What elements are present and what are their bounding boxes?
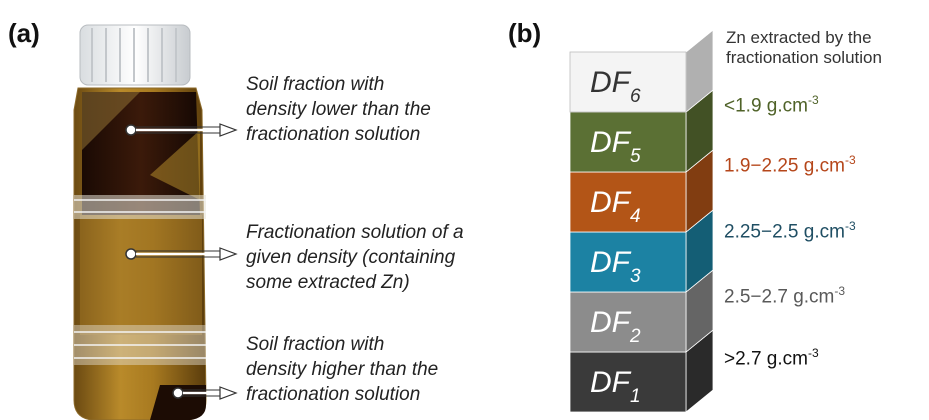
block-df1: DF1: [568, 329, 715, 413]
density-label-5: >2.7 g.cm-3: [724, 346, 819, 370]
panel-label-b: (b): [508, 18, 542, 48]
density-label-1: <1.9 g.cm-3: [724, 93, 819, 117]
block-label-df4: DF4: [590, 186, 641, 227]
annotation-line: fractionation solution: [246, 384, 421, 405]
zn-label-line: fractionation solution: [726, 48, 882, 67]
annotation-line: density higher than the: [246, 359, 439, 380]
annotation-line: Soil fraction with: [246, 334, 385, 355]
block-label-df1: DF1: [590, 366, 641, 407]
pointer-arrow-top: [125, 123, 238, 137]
annotation-line: fractionation solution: [246, 124, 421, 145]
zn-label-line: Zn extracted by the: [726, 28, 872, 47]
annotation-line: given density (containing: [246, 247, 456, 268]
block-label-df3: DF3: [590, 246, 641, 287]
block-front: [569, 171, 687, 233]
block-label-df2: DF2: [590, 306, 641, 347]
annotation-line: some extracted Zn): [246, 272, 410, 293]
annotation-line: Soil fraction with: [246, 74, 385, 95]
block-front: [569, 291, 687, 353]
block-label-df6: DF6: [590, 66, 641, 107]
density-label-4: 2.5−2.7 g.cm-3: [724, 284, 846, 308]
annotation-solution: Fractionation solution of a given densit…: [246, 220, 516, 295]
annotation-line: Fractionation solution of a: [246, 222, 464, 243]
density-label-2: 1.9−2.25 g.cm-3: [724, 153, 856, 177]
annotation-low-density: Soil fraction with density lower than th…: [246, 72, 516, 147]
block-front: [569, 111, 687, 173]
block-df6: DF6: [568, 29, 715, 113]
block-front: [569, 51, 687, 113]
pointer-arrow-middle: [125, 247, 238, 261]
pointer-arrow-bottom: [172, 386, 238, 400]
block-front: [569, 231, 687, 293]
zn-extracted-label: Zn extracted by the fractionation soluti…: [726, 28, 882, 68]
block-label-df5: DF5: [590, 126, 641, 167]
annotation-high-density: Soil fraction with density higher than t…: [246, 332, 516, 407]
annotation-line: density lower than the: [246, 99, 431, 120]
block-front: [569, 351, 687, 413]
tube-cap: [79, 24, 191, 86]
density-label-3: 2.25−2.5 g.cm-3: [724, 219, 856, 243]
panel-label-a: (a): [8, 18, 40, 48]
